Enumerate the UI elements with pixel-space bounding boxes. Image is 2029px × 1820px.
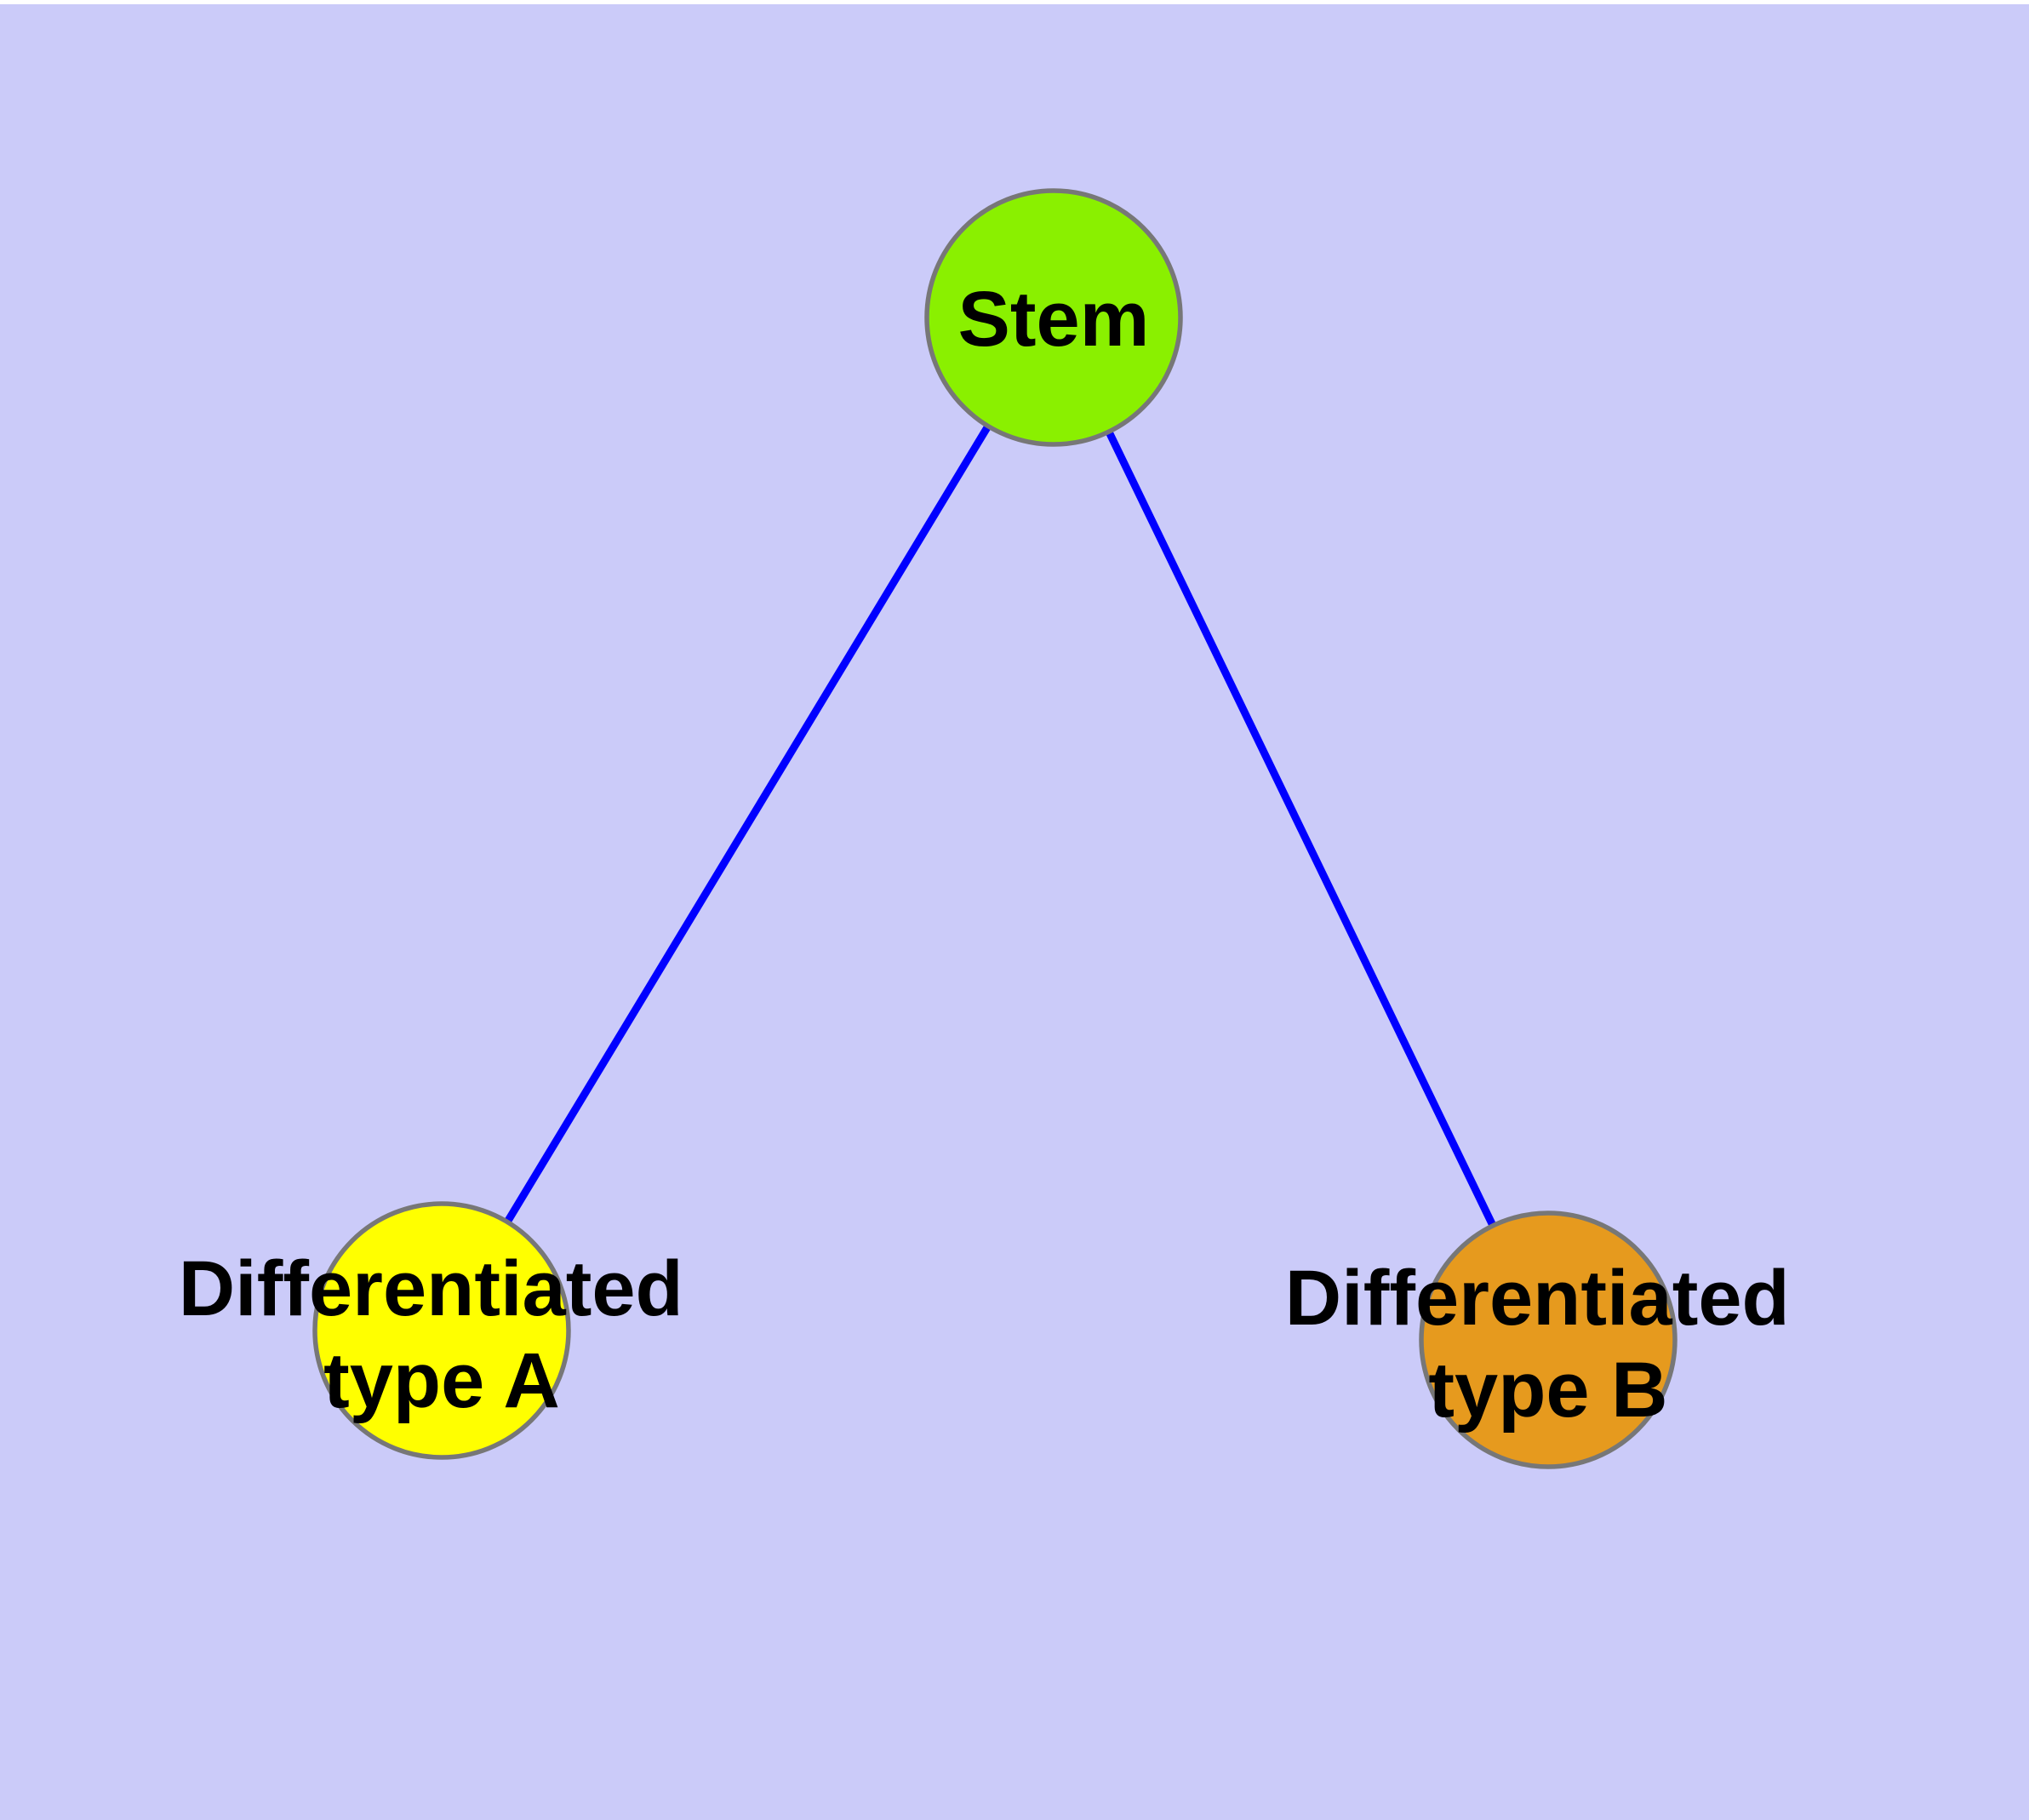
edge-stem-to-type-a — [438, 315, 1057, 1333]
node-type-b-label-line2: type B — [1428, 1347, 1667, 1434]
node-type-b-label: Differentiated type B — [1285, 1255, 1812, 1434]
edge-stem-to-type-b — [1049, 316, 1552, 1342]
node-type-b-label-line1: Differentiated — [1285, 1255, 1790, 1342]
node-differentiated-type-b[interactable] — [1419, 1210, 1677, 1469]
node-differentiated-type-a[interactable] — [312, 1201, 571, 1460]
node-stem-label-line1: Stem — [958, 276, 1150, 363]
node-type-a-label-line1: Differentiated — [179, 1245, 683, 1332]
node-stem-label: Stem — [958, 276, 1150, 363]
node-type-a-label: Differentiated type A — [179, 1245, 706, 1424]
node-stem[interactable] — [924, 188, 1183, 447]
node-type-a-label-line2: type A — [323, 1337, 560, 1424]
